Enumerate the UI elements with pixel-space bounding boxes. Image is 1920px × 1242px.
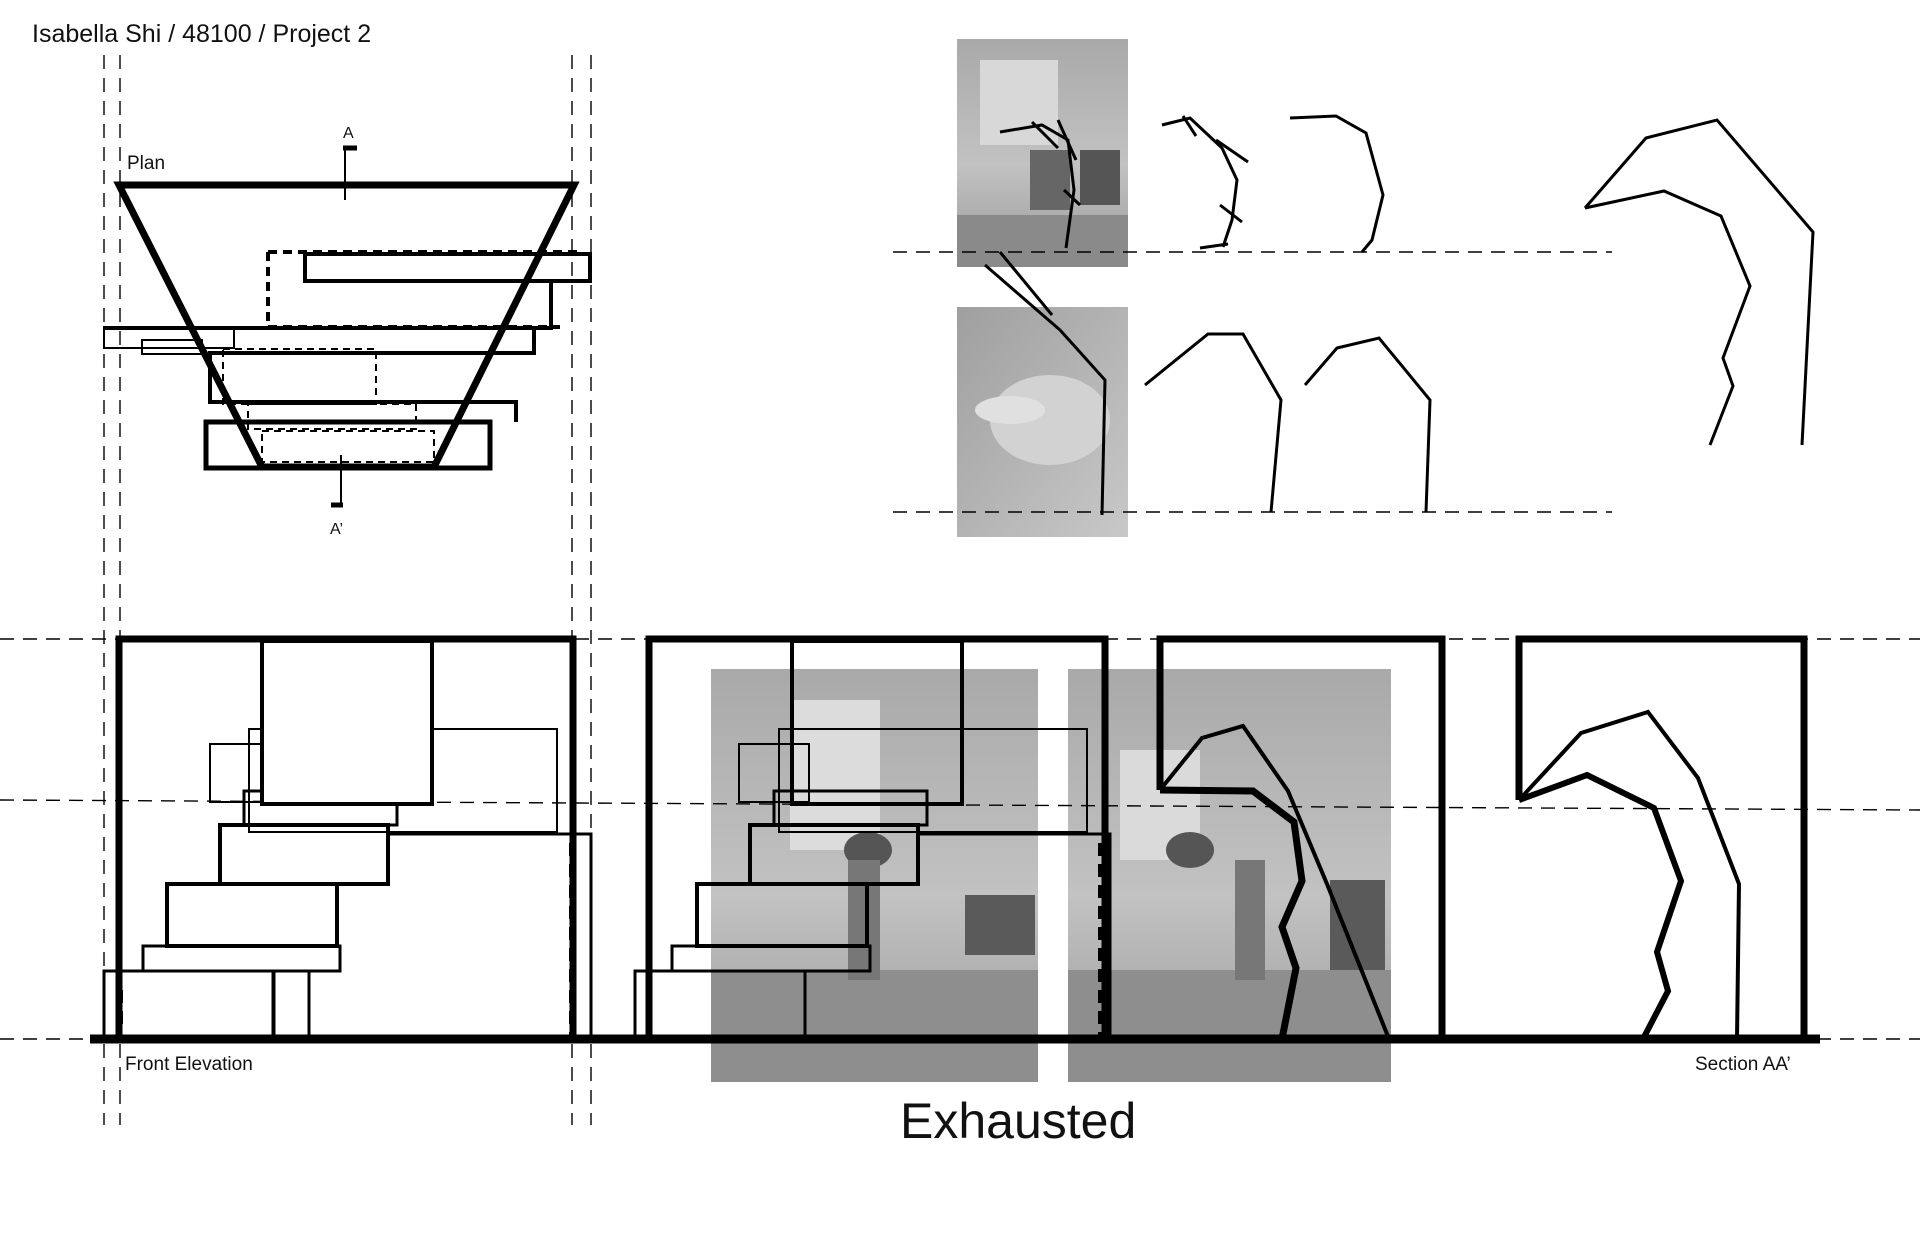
front-elevation-label: Front Elevation [125,1054,253,1075]
section-cut-a-label: A [343,125,354,142]
section-aa-label: Section AA’ [1695,1054,1791,1075]
section-aa-drawing [1515,635,1808,1041]
photo-room-left [711,669,1038,1082]
photo-person-bending [957,39,1128,267]
front-elevation-drawing [102,635,593,1043]
sheet-title: Exhausted [900,1093,1136,1149]
header-credit: Isabella Shi / 48100 / Project 2 [32,20,371,48]
photo-hand [957,307,1128,537]
section-on-photo-drawing [1156,635,1446,1040]
section-cut-a-prime-label: A’ [330,521,343,538]
gesture-studies [984,114,1815,516]
plan-label: Plan [127,153,165,174]
plan-drawing [103,145,592,508]
photo-room-right [1068,669,1391,1082]
